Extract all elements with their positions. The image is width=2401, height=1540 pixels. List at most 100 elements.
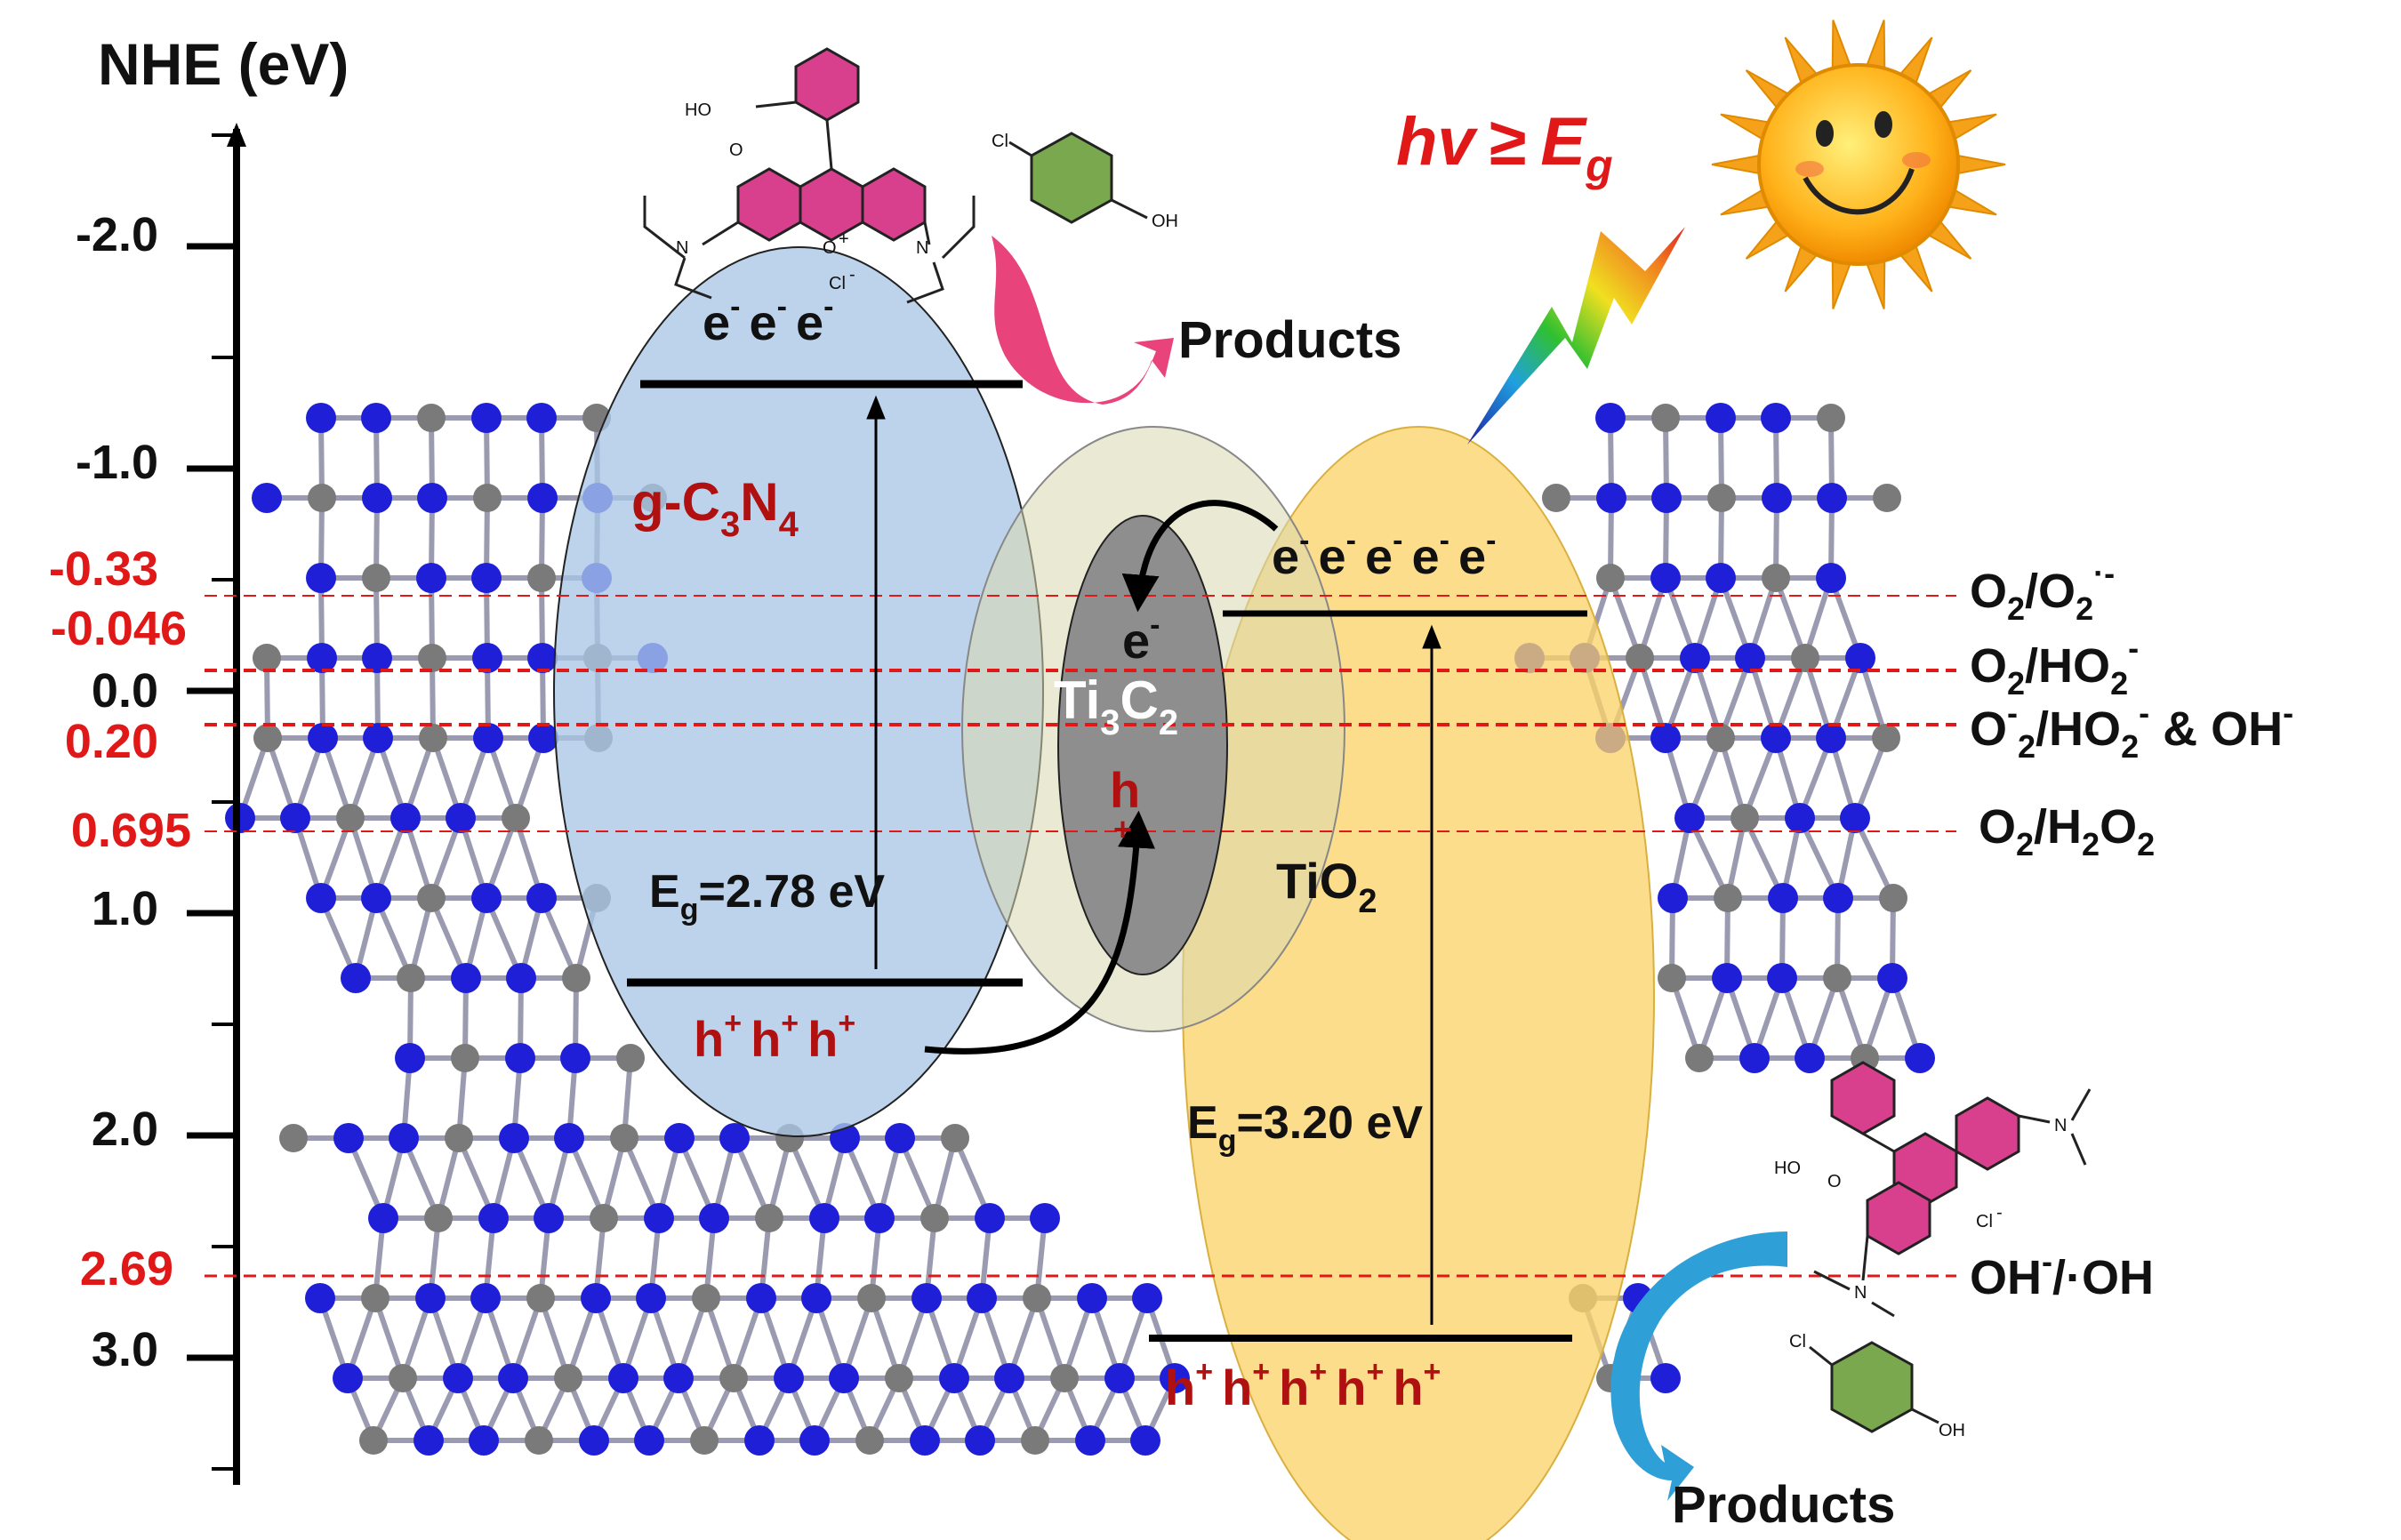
svg-text:-: - bbox=[849, 265, 855, 285]
tick-label: 0.0 bbox=[92, 664, 158, 718]
svg-text:O: O bbox=[1827, 1172, 1842, 1191]
nitrogen-atom bbox=[1761, 403, 1791, 433]
svg-text:N: N bbox=[1854, 1283, 1867, 1303]
tick-label: 2.0 bbox=[92, 1103, 158, 1156]
nitrogen-atom bbox=[526, 403, 557, 433]
nitrogen-atom bbox=[885, 1123, 915, 1153]
carbon-atom bbox=[590, 1204, 618, 1232]
svg-text:-: - bbox=[1996, 1203, 2003, 1223]
carbon-atom bbox=[527, 564, 556, 592]
tick-label: -1.0 bbox=[76, 436, 158, 489]
nitrogen-atom bbox=[1595, 403, 1626, 433]
nitrogen-atom bbox=[1650, 723, 1681, 753]
nitrogen-atom bbox=[1712, 963, 1742, 993]
nitrogen-atom bbox=[526, 883, 557, 913]
carbon-atom bbox=[526, 1284, 555, 1312]
nitrogen-atom bbox=[363, 723, 393, 753]
nitrogen-atom bbox=[389, 1123, 419, 1153]
carbon-atom bbox=[610, 1124, 638, 1152]
svg-text:O: O bbox=[729, 140, 743, 160]
nitrogen-atom bbox=[1680, 643, 1710, 673]
nitrogen-atom bbox=[416, 563, 446, 593]
potential-label: -0.046 bbox=[51, 602, 187, 655]
nitrogen-atom bbox=[527, 643, 558, 673]
carbon-atom bbox=[424, 1204, 453, 1232]
sun-icon bbox=[1711, 20, 2006, 309]
nitrogen-atom bbox=[499, 1123, 529, 1153]
potential-label: -0.33 bbox=[49, 542, 158, 596]
carbon-atom bbox=[1685, 1044, 1714, 1072]
carbon-atom bbox=[279, 1124, 308, 1152]
redox-o2-superoxide: O2/O2·- bbox=[1970, 555, 2115, 627]
nitrogen-atom bbox=[1674, 803, 1705, 833]
carbon-atom bbox=[941, 1124, 969, 1152]
nitrogen-atom bbox=[362, 643, 392, 673]
sun-ray bbox=[1947, 188, 1997, 216]
carbon-atom bbox=[336, 804, 365, 832]
carbon-atom bbox=[616, 1044, 645, 1072]
nitrogen-atom bbox=[911, 1283, 942, 1313]
ti3c2-electron: e- bbox=[1122, 608, 1160, 669]
carbon-atom bbox=[253, 644, 281, 672]
gcn-name: g-C3N4 bbox=[631, 472, 799, 544]
svg-text:+: + bbox=[839, 229, 849, 249]
carbon-atom bbox=[1542, 484, 1570, 512]
nitrogen-atom bbox=[1795, 1043, 1825, 1073]
nitrogen-atom bbox=[341, 963, 371, 993]
tio2-name: TiO2 bbox=[1276, 853, 1377, 920]
carbon-atom bbox=[417, 404, 446, 432]
nitrogen-atom bbox=[362, 483, 392, 513]
carbon-atom bbox=[690, 1426, 719, 1455]
nitrogen-atom bbox=[967, 1283, 997, 1313]
nitrogen-atom bbox=[473, 723, 503, 753]
nitrogen-atom bbox=[471, 563, 502, 593]
nitrogen-atom bbox=[1845, 643, 1875, 673]
carbon-atom bbox=[920, 1204, 949, 1232]
nitrogen-atom bbox=[306, 563, 336, 593]
nitrogen-atom bbox=[505, 1043, 535, 1073]
carbon-atom bbox=[1706, 724, 1735, 752]
nitrogen-atom bbox=[1651, 483, 1682, 513]
nitrogen-atom bbox=[1160, 1363, 1190, 1393]
nitrogen-atom bbox=[799, 1425, 830, 1456]
nitrogen-atom bbox=[471, 403, 502, 433]
nitrogen-atom bbox=[644, 1203, 674, 1233]
carbon-atom bbox=[1658, 964, 1686, 992]
nitrogen-atom bbox=[1706, 563, 1736, 593]
carbon-atom bbox=[855, 1426, 884, 1455]
nitrogen-atom bbox=[965, 1425, 995, 1456]
nitrogen-atom bbox=[608, 1363, 638, 1393]
nitrogen-atom bbox=[809, 1203, 839, 1233]
svg-text:OH: OH bbox=[1152, 212, 1178, 231]
tick-label: 3.0 bbox=[92, 1323, 158, 1376]
nitrogen-atom bbox=[581, 1283, 611, 1313]
potential-labels: -0.33 -0.046 0.20 0.695 2.69 bbox=[49, 542, 191, 1295]
redox-o2-ho2: O2/HO2- bbox=[1970, 630, 2139, 702]
gcn-bandgap: Eg=2.78 eV bbox=[649, 866, 885, 926]
nitrogen-atom bbox=[1104, 1363, 1135, 1393]
nitrogen-atom bbox=[1075, 1425, 1105, 1456]
svg-text:O: O bbox=[823, 238, 837, 258]
carbon-atom bbox=[359, 1426, 388, 1455]
tick-label: -2.0 bbox=[76, 208, 158, 261]
chlorophenol-molecule-top: Cl OH bbox=[992, 132, 1178, 231]
light-energy-label: hv≥Eg bbox=[1396, 104, 1613, 190]
carbon-atom bbox=[473, 484, 502, 512]
nitrogen-atom bbox=[746, 1283, 776, 1313]
carbon-atom bbox=[525, 1426, 553, 1455]
product-arrow-top bbox=[992, 236, 1174, 405]
rhodamine-b-molecule-bottom: HO O N N Cl - bbox=[1774, 1061, 2092, 1318]
carbon-atom bbox=[417, 884, 446, 912]
nitrogen-atom bbox=[469, 1425, 499, 1456]
sun-ray bbox=[1831, 20, 1851, 70]
sun-ray bbox=[1866, 259, 1886, 309]
nitrogen-atom bbox=[554, 1123, 584, 1153]
nitrogen-atom bbox=[829, 1363, 859, 1393]
product-arrow-bottom bbox=[1610, 1231, 1787, 1501]
nitrogen-atom bbox=[395, 1043, 425, 1073]
nitrogen-atom bbox=[471, 883, 502, 913]
nitrogen-atom bbox=[1739, 1043, 1770, 1073]
carbon-atom bbox=[1714, 884, 1742, 912]
carbon-atom bbox=[1730, 804, 1759, 832]
tick-label: 1.0 bbox=[92, 882, 158, 935]
